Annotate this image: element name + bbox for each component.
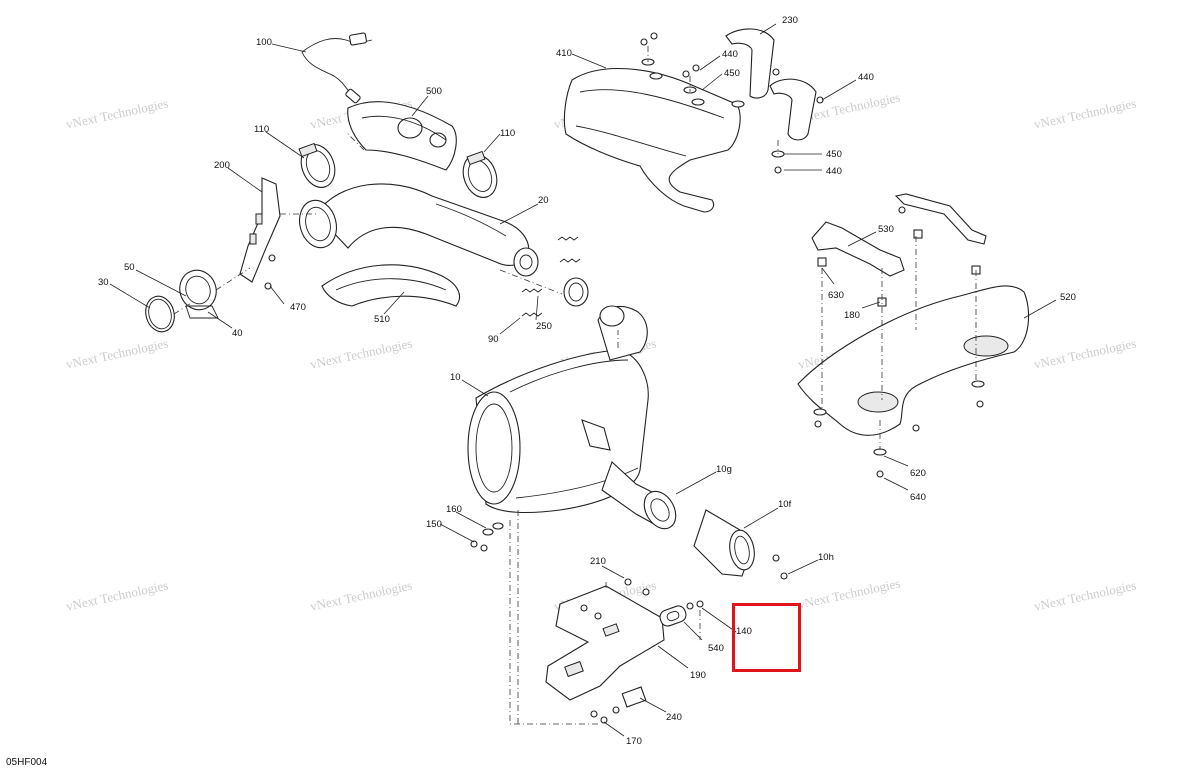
watermark: vNext Technologies [309, 577, 414, 613]
callout-540: 540 [708, 643, 724, 654]
watermark-text: vNext Technologies [1033, 335, 1138, 371]
part-strap-lower [769, 78, 817, 141]
callout-450-lower: 450 [826, 149, 842, 160]
part-pad [621, 686, 647, 708]
callout-labels: 100 500 110 110 200 20 50 30 470 40 510 … [98, 15, 1076, 747]
part-heat-shield-lower [321, 264, 460, 307]
fasteners [264, 32, 985, 724]
callout-10g: 10g [716, 464, 732, 475]
callout-140: 140 [736, 626, 752, 637]
callout-20: 20 [538, 195, 549, 206]
watermark-text: vNext Technologies [65, 95, 170, 131]
watermark: vNext Technologies [1033, 335, 1138, 371]
callout-170: 170 [626, 736, 642, 747]
watermark: vNext Technologies [65, 335, 170, 371]
callout-200: 200 [214, 160, 230, 171]
callout-440-lower: 440 [826, 166, 842, 177]
part-oxygen-sensor [301, 32, 373, 104]
callout-230: 230 [782, 15, 798, 26]
part-front-pipe-catalyst [298, 183, 539, 277]
callout-180: 180 [844, 310, 860, 321]
watermark: vNext Technologies [309, 335, 414, 371]
part-muffler [467, 305, 649, 513]
assembly-lines [173, 46, 977, 725]
callout-410: 410 [556, 48, 572, 59]
callout-110-right: 110 [500, 128, 515, 139]
figure-code: 05HF004 [6, 757, 48, 768]
part-seal-ring [563, 277, 589, 307]
part-tailpipe-tip [693, 509, 755, 577]
watermark: vNext Technologies [1033, 95, 1138, 131]
callout-210: 210 [590, 556, 606, 567]
callout-30: 30 [98, 277, 109, 288]
callout-50: 50 [124, 262, 135, 273]
part-grommet [659, 605, 687, 627]
callout-40: 40 [232, 328, 243, 339]
part-bracket [239, 177, 281, 283]
callout-440-upper: 440 [722, 49, 738, 60]
callout-510: 510 [374, 314, 390, 325]
watermark-text: vNext Technologies [797, 575, 902, 611]
callout-620: 620 [910, 468, 926, 479]
watermark-text: vNext Technologies [65, 577, 170, 613]
part-gasket-ring [145, 295, 175, 333]
callout-640: 640 [910, 492, 926, 503]
callout-450-upper: 450 [724, 68, 740, 79]
watermark: vNext Technologies [1033, 577, 1138, 613]
part-heat-shield-upper [347, 101, 457, 171]
watermark-text: vNext Technologies [65, 335, 170, 371]
callout-110-left: 110 [254, 124, 269, 135]
callout-190: 190 [690, 670, 706, 681]
callout-10h: 10h [818, 552, 834, 563]
highlight-box [732, 603, 801, 672]
callout-240: 240 [666, 712, 682, 723]
part-heat-shield-large [797, 285, 1030, 436]
part-clamp-left [298, 142, 336, 188]
part-rear-heat-shield [563, 67, 741, 213]
part-sleeve [179, 269, 219, 319]
callout-150: 150 [426, 519, 442, 530]
callout-470: 470 [290, 302, 306, 313]
watermark-text: vNext Technologies [1033, 95, 1138, 131]
part-clamp-right [462, 150, 498, 198]
watermark: vNext Technologies [65, 95, 170, 131]
watermark-text: vNext Technologies [309, 577, 414, 613]
part-strap-upper [725, 28, 775, 99]
callout-630: 630 [828, 290, 844, 301]
part-support-rod [811, 193, 987, 277]
callout-10: 10 [450, 372, 461, 383]
part-mounting-bracket [545, 585, 665, 701]
part-springs [521, 236, 581, 317]
watermark-text: vNext Technologies [1033, 577, 1138, 613]
callout-100: 100 [256, 37, 272, 48]
callout-440-right: 440 [858, 72, 874, 83]
callout-160: 160 [446, 504, 462, 515]
callout-500: 500 [426, 86, 442, 97]
callout-10f: 10f [778, 499, 792, 510]
callout-250: 250 [536, 321, 552, 332]
watermark: vNext Technologies [797, 575, 902, 611]
callout-530: 530 [878, 224, 894, 235]
leader-lines [109, 23, 1057, 737]
part-tailpipe-cone [601, 461, 677, 530]
watermark: vNext Technologies [65, 577, 170, 613]
callout-520: 520 [1060, 292, 1076, 303]
watermark-text: vNext Technologies [309, 335, 414, 371]
callout-90: 90 [488, 334, 499, 345]
